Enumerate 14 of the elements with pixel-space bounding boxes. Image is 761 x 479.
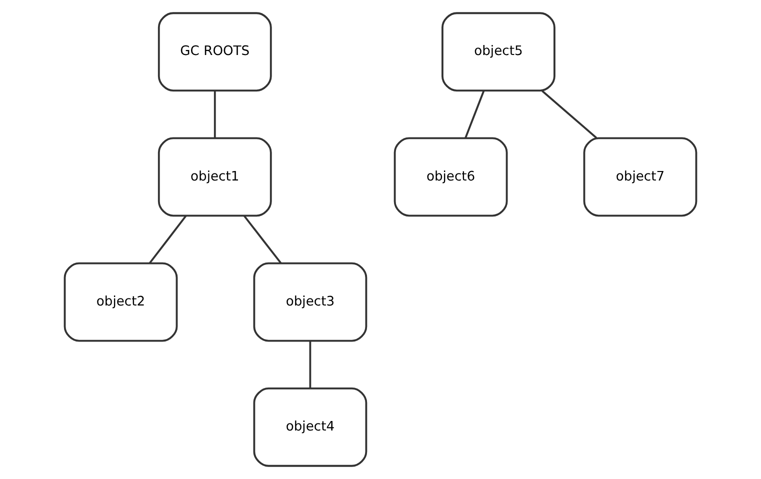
node-box: object2 [64,262,178,342]
node-box: object3 [253,262,368,342]
connector [214,90,216,138]
connector [244,215,282,264]
connector [542,90,598,139]
connector [149,215,187,264]
node-box: object6 [394,137,508,217]
connector [464,90,485,138]
connector [309,341,312,388]
node-box: GC ROOTS [158,12,272,92]
node-box: object1 [158,137,272,217]
node-box: object7 [583,137,698,217]
node-box: object4 [253,387,368,467]
node-box: object5 [442,12,556,92]
